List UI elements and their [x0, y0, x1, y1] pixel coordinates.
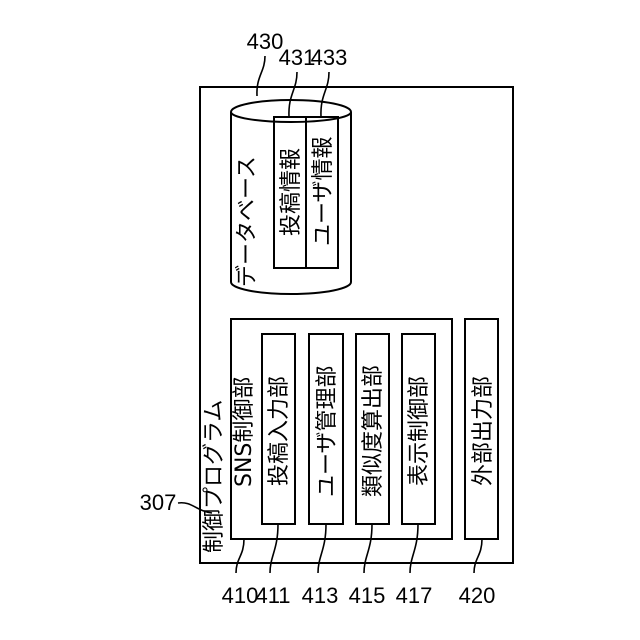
external-output-label: 外部出力部 [471, 376, 496, 486]
leader-413 [318, 524, 326, 573]
leader-420 [474, 539, 482, 573]
module-label-417: 表示制御部 [407, 376, 432, 486]
ref-410: 410 [222, 583, 259, 608]
db-record-label-431: 投稿情報 [279, 148, 304, 236]
leader-433 [321, 72, 329, 117]
ref-417: 417 [396, 583, 433, 608]
leader-410 [236, 539, 244, 573]
leader-411 [270, 524, 278, 573]
ref-411: 411 [255, 583, 290, 608]
module-label-415: 類似度算出部 [361, 365, 386, 497]
leader-415 [364, 524, 372, 573]
leader-430 [257, 56, 265, 96]
control-program-label: 制御プログラム [202, 400, 227, 553]
db-record-label-433: ユーザ情報 [311, 136, 336, 246]
sns-control-label: SNS制御部 [232, 377, 257, 487]
module-label-413: ユーザ管理部 [315, 365, 340, 497]
ref-307: 307 [140, 490, 177, 515]
ref-415: 415 [349, 583, 386, 608]
ref-413: 413 [302, 583, 339, 608]
database-label: データベース [235, 156, 260, 287]
leader-417 [410, 524, 418, 573]
module-label-411: 投稿入力部 [267, 376, 292, 486]
ref-433: 433 [311, 45, 348, 70]
ref-420: 420 [459, 583, 496, 608]
leader-431 [289, 72, 297, 117]
